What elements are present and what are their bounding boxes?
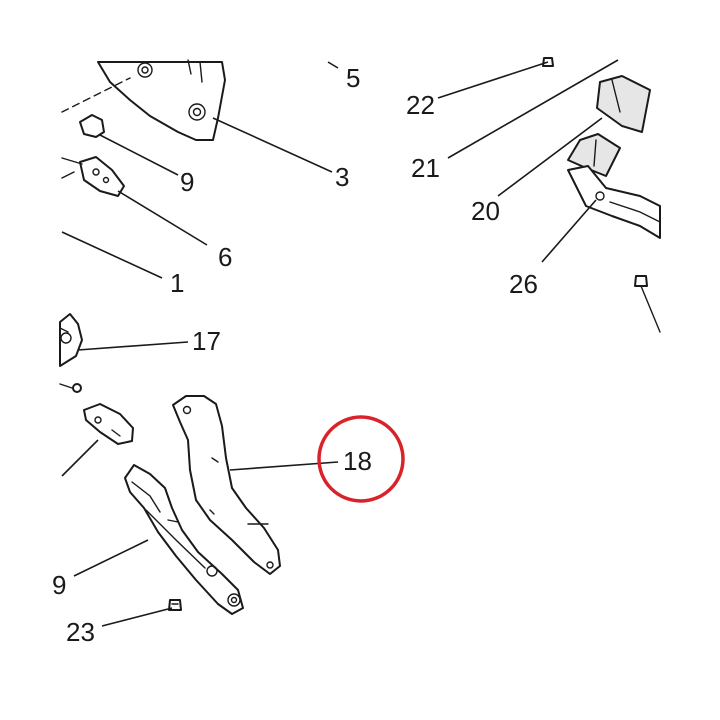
callout-1: 1 xyxy=(170,268,184,298)
callout-9: 9 xyxy=(180,167,194,197)
callout-3: 3 xyxy=(335,162,349,192)
callout-9-partial: 9 xyxy=(52,570,66,600)
part-link-small xyxy=(83,403,134,445)
callout-20: 20 xyxy=(471,196,500,226)
callout-17: 17 xyxy=(192,326,221,356)
screw-right xyxy=(634,275,661,333)
callout-21: 21 xyxy=(411,153,440,183)
callout-23: 23 xyxy=(66,617,95,647)
callout-18: 18 xyxy=(343,446,372,476)
screw-23 xyxy=(168,599,182,611)
part-26-arm xyxy=(567,165,661,239)
callout-labels: 5 3 9 6 1 17 9 23 18 22 21 20 26 xyxy=(52,63,538,647)
callout-22: 22 xyxy=(406,90,435,120)
axis-line xyxy=(61,77,131,113)
leader-lines xyxy=(61,59,619,627)
callout-6: 6 xyxy=(218,242,232,272)
part-18-curved-bracket xyxy=(172,395,281,575)
part-20-block xyxy=(567,133,621,177)
callout-26: 26 xyxy=(509,269,538,299)
part-17-bracket xyxy=(59,313,83,367)
part-6-plate xyxy=(61,156,125,197)
part-9-pad xyxy=(79,114,105,138)
screw-small-left xyxy=(59,383,82,393)
part-21-block xyxy=(596,75,651,133)
part-3-bracket-plate xyxy=(97,59,226,141)
highlight-ring xyxy=(317,415,405,503)
callout-5: 5 xyxy=(346,63,360,93)
part-lever-arm xyxy=(124,464,244,615)
